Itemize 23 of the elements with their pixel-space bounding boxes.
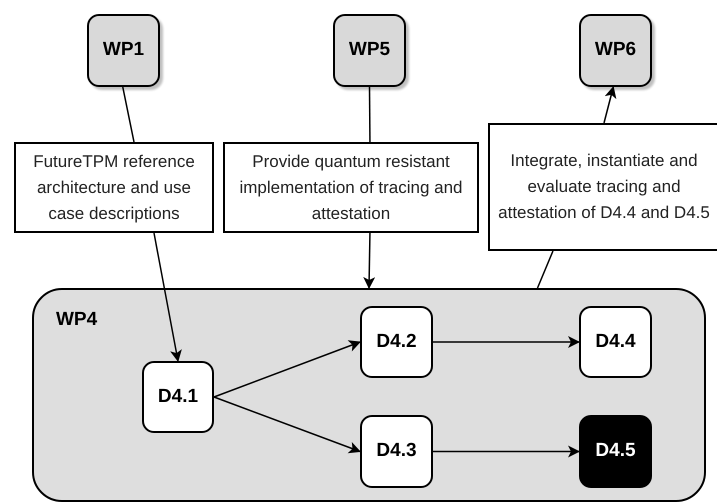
arrow <box>214 396 361 454</box>
deliverable-box: D4.5 <box>579 415 652 488</box>
connector-line <box>122 86 135 142</box>
work-package-box: WP5 <box>333 14 406 87</box>
work-package-box: WP1 <box>87 14 160 87</box>
connector-line <box>368 87 371 142</box>
deliverable-box: D4.4 <box>579 306 652 378</box>
group-panel <box>32 288 706 502</box>
connector-line <box>536 250 554 288</box>
arrow <box>433 336 580 348</box>
deliverable-box: D4.3 <box>360 415 433 488</box>
arrow <box>214 340 361 398</box>
description-box: Provide quantum resistant implementation of tracing and attestation <box>223 142 479 233</box>
work-package-box: WP6 <box>579 14 652 87</box>
arrow <box>433 446 580 458</box>
arrow <box>363 232 376 289</box>
description-box: FutureTPM reference architecture and use case descriptions <box>14 142 214 233</box>
deliverable-box: D4.1 <box>142 361 214 433</box>
arrow <box>603 86 616 124</box>
deliverable-box: D4.2 <box>360 306 433 378</box>
arrow <box>153 232 182 362</box>
description-box: Integrate, instantiate and evaluate tracing and attestation of D4.4 and D4.5 <box>488 123 717 251</box>
group-title: WP4 <box>56 308 98 332</box>
